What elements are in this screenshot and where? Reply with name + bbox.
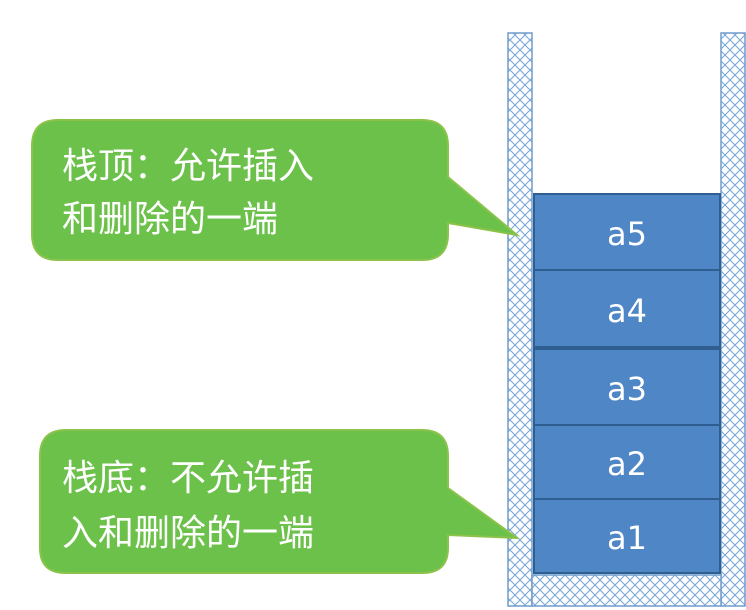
stack-item-label: a5	[607, 215, 647, 253]
stack-item: a3	[533, 348, 721, 426]
stack-item-label: a1	[607, 519, 647, 557]
stack-items: a5 a4 a3 a2 a1	[533, 193, 721, 574]
stack-item: a2	[533, 424, 721, 500]
stack-bottom-callout: 栈底：不允许插 入和删除的一端	[39, 429, 521, 574]
stack-bottom-label-line1: 栈底：不允许插	[62, 458, 314, 499]
stack-top-label-line2: 和删除的一端	[62, 199, 278, 240]
left-wall	[507, 32, 533, 607]
stack-item-label: a3	[607, 370, 647, 408]
stack-item: a1	[533, 498, 721, 574]
stack-item: a5	[533, 193, 721, 271]
stack-top-callout: 栈顶：允许插入 和删除的一端	[31, 119, 521, 261]
stack-item-label: a4	[607, 292, 647, 330]
stack-container	[507, 32, 746, 607]
right-wall	[720, 32, 746, 607]
stack-bottom-label-line2: 入和删除的一端	[62, 513, 314, 554]
stack-item-label: a2	[607, 445, 647, 483]
stack-top-label-line1: 栈顶：允许插入	[62, 146, 314, 187]
bottom-wall	[531, 574, 722, 607]
stack-item: a4	[533, 269, 721, 348]
